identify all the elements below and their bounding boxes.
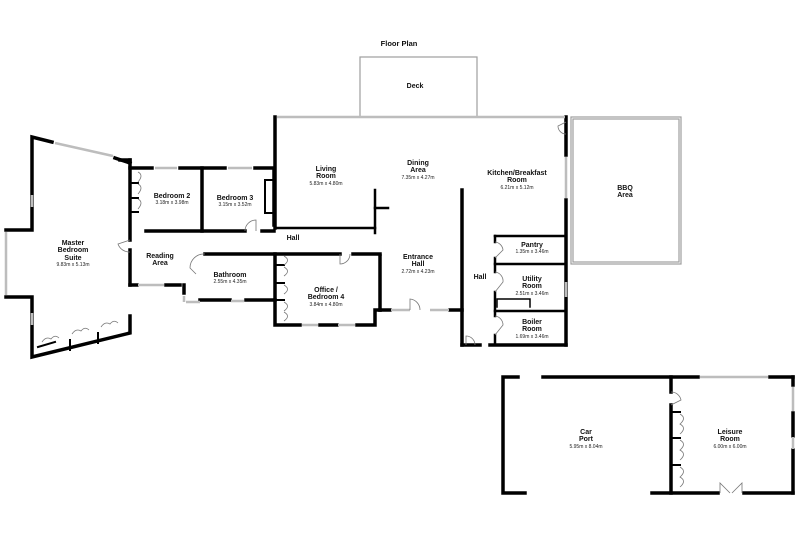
room-label-kitchen: Kitchen/Breakfast Room 6.21m x 5.12m xyxy=(487,170,547,191)
room-name: Room xyxy=(522,283,542,291)
room-name: Boiler xyxy=(522,319,542,326)
room-dimensions: 5.95m x 8.04m xyxy=(569,443,603,450)
room-name: Area xyxy=(152,260,168,268)
room-name: BBQ xyxy=(617,185,633,192)
room-dimensions: 7.35m x 4.27m xyxy=(401,174,435,181)
outbuilding-doors xyxy=(670,391,743,494)
room-name: Area xyxy=(617,192,633,200)
room-dimensions: 3.18m x 3.98m xyxy=(155,200,189,207)
room-dimensions: 3.15m x 3.52m xyxy=(218,202,252,209)
room-dimensions: 3.84m x 4.80m xyxy=(309,301,343,308)
room-label-master-bedroom: Master Bedroom Suite 9.83m x 5.13m xyxy=(56,240,89,268)
bbq-outline xyxy=(570,116,682,265)
room-label-car-port: Car Port 5.95m x 8.04m xyxy=(569,429,602,450)
room-dimensions: 1.69m x 3.46m xyxy=(515,333,549,340)
room-label-boiler-room: Boiler Room 1.69m x 3.46m xyxy=(515,319,548,340)
room-label-hall: Hall xyxy=(287,235,300,242)
room-name: Reading xyxy=(146,253,174,260)
room-label-bedroom-3: Bedroom 3 3.15m x 3.52m xyxy=(217,195,254,209)
room-name: Room xyxy=(507,177,527,185)
room-dimensions: 5.83m x 4.80m xyxy=(309,180,343,187)
room-name: Bedroom 4 xyxy=(307,294,345,302)
page-title: Floor Plan xyxy=(380,39,418,48)
room-label-bathroom: Bathroom 2.55m x 4.35m xyxy=(213,272,246,286)
room-label-bedroom-2: Bedroom 2 3.18m x 3.98m xyxy=(154,193,191,207)
room-label-reading-area: Reading Area xyxy=(146,253,174,268)
room-label-bbq-area: BBQ Area xyxy=(617,185,633,200)
outbuilding-windows xyxy=(700,375,795,449)
room-label-dining-area: Dining Area 7.35m x 4.27m xyxy=(401,160,434,181)
room-name: Pantry xyxy=(521,242,543,249)
room-name: Master xyxy=(61,240,85,247)
room-name: Utility xyxy=(522,276,542,283)
room-dimensions: 2.55m x 4.35m xyxy=(213,279,247,286)
room-label-deck: Deck xyxy=(407,83,424,90)
outbuilding-walls xyxy=(501,375,795,495)
room-name: Dining xyxy=(407,160,429,167)
room-name: Area xyxy=(410,167,426,175)
room-name: Room xyxy=(522,326,542,334)
room-name: Entrance xyxy=(403,254,433,261)
room-name: Suite xyxy=(64,254,82,262)
room-name: Room xyxy=(316,173,336,181)
room-dimensions: 2.72m x 4.23m xyxy=(401,268,435,275)
room-name: Kitchen/Breakfast xyxy=(487,170,547,177)
room-name: Car xyxy=(580,429,592,436)
room-name: Bedroom 3 xyxy=(216,195,254,202)
room-name: Hall xyxy=(411,261,425,269)
room-label-utility-room: Utility Room 2.51m x 3.46m xyxy=(515,276,548,297)
room-dimensions: 2.51m x 3.46m xyxy=(515,290,549,297)
room-dimensions: 6.00m x 6.00m xyxy=(713,443,747,450)
room-name: Port xyxy=(578,436,593,444)
room-name: Office / xyxy=(314,287,338,294)
room-name: Deck xyxy=(406,83,424,90)
house-walls xyxy=(4,115,568,360)
room-name: Bedroom xyxy=(57,247,89,255)
room-dimensions: 6.21m x 5.12m xyxy=(500,184,534,191)
room-name: Hall xyxy=(473,274,487,281)
windows xyxy=(4,115,568,327)
room-label-side-hall: Hall xyxy=(474,274,487,281)
room-name: Room xyxy=(720,436,740,444)
door-swings xyxy=(41,121,567,346)
room-name: Living xyxy=(315,166,337,173)
room-dimensions: 1.35m x 3.46m xyxy=(515,249,549,256)
room-name: Bedroom 2 xyxy=(153,193,191,200)
room-name: Bathroom xyxy=(213,272,247,279)
room-label-entrance-hall: Entrance Hall 2.72m x 4.23m xyxy=(401,254,434,275)
room-label-pantry: Pantry 1.35m x 3.46m xyxy=(515,242,548,256)
room-name: Hall xyxy=(286,235,300,242)
room-name: Leisure xyxy=(717,429,743,436)
room-label-office: Office / Bedroom 4 3.84m x 4.80m xyxy=(308,287,345,308)
room-dimensions: 9.83m x 5.13m xyxy=(56,262,90,269)
room-label-leisure-room: Leisure Room 6.00m x 6.00m xyxy=(713,429,746,450)
room-label-living-room: Living Room 5.83m x 4.80m xyxy=(309,166,342,187)
